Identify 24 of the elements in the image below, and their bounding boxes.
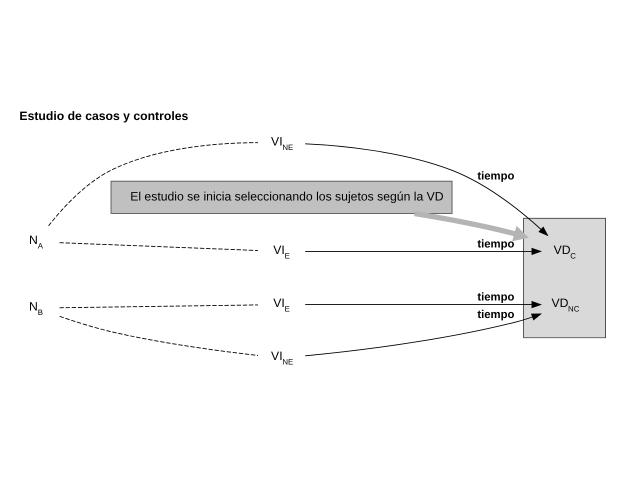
- diagram-title: Estudio de casos y controles: [19, 108, 188, 123]
- node-text: N$_{A}$: [29, 233, 43, 251]
- node-text: N$_{B}$: [29, 299, 43, 317]
- node-text: VI$_{NE}$: [271, 349, 294, 367]
- arrow: [304, 300, 542, 308]
- arrow: [304, 314, 542, 356]
- connector: [59, 242, 258, 251]
- node-text: VI$_{NE}$: [271, 134, 294, 152]
- arrow: [304, 143, 549, 236]
- edge-label: tiempo: [477, 309, 514, 322]
- node-text: VI$_{E}$: [273, 242, 290, 260]
- connector: [59, 316, 258, 356]
- edge-label: tiempo: [477, 238, 514, 250]
- node-box: El estudio se inicia seleccionando los sujetos según la VD: [110, 180, 452, 214]
- edge-label: tiempo: [477, 292, 514, 304]
- arrow: [414, 210, 529, 242]
- node-text: VI$_{E}$: [273, 296, 290, 314]
- connector: [48, 142, 258, 226]
- node-text: VD$_{C}$: [554, 242, 576, 260]
- connector: [59, 304, 258, 308]
- edge-label: tiempo: [477, 170, 514, 182]
- arrow: [304, 248, 542, 256]
- node-text: VD$_{NC}$: [551, 296, 580, 314]
- cluster: [523, 218, 606, 338]
